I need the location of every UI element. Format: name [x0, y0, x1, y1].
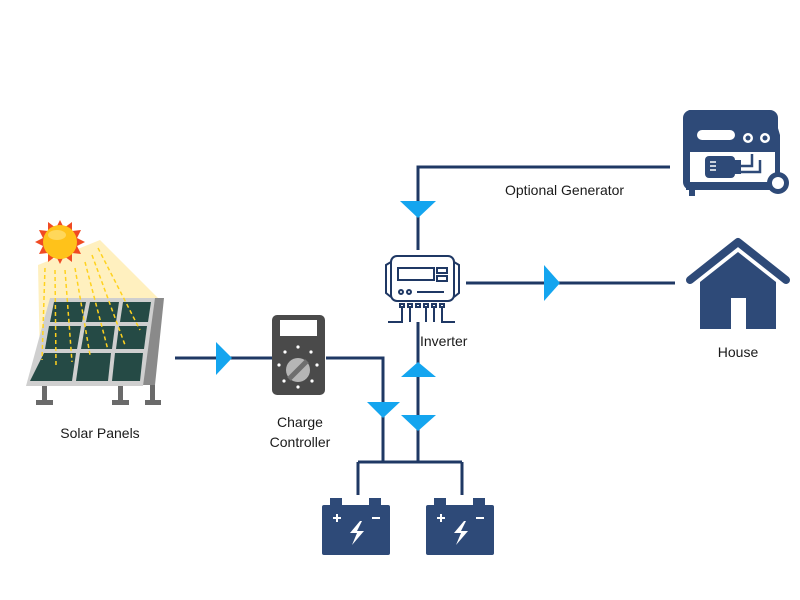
- solar-panel-icon: [26, 220, 164, 405]
- charge-controller-label: Charge Controller: [248, 412, 352, 452]
- arrow-right-house: [544, 265, 560, 301]
- arrow-down-generator: [400, 201, 436, 218]
- wire-controller-to-battery-bus: [326, 356, 385, 462]
- house-icon: [686, 238, 790, 329]
- generator-icon: [683, 110, 789, 196]
- wire-generator-to-inverter: [416, 165, 670, 250]
- sun-icon: [35, 220, 85, 264]
- inverter-icon: [385, 255, 460, 323]
- arrow-right-solar: [216, 342, 232, 375]
- optional-generator-label: Optional Generator: [505, 182, 625, 198]
- wires: [175, 165, 675, 495]
- charge-controller-label-line1: Charge: [277, 414, 323, 430]
- inverter-label: Inverter: [420, 333, 468, 349]
- arrow-down-battery: [401, 415, 436, 431]
- charge-controller-label-line2: Controller: [269, 434, 331, 450]
- solar-panels-label: Solar Panels: [60, 425, 140, 441]
- house-label: House: [717, 344, 759, 360]
- battery-icon-1: [322, 498, 390, 555]
- arrow-down-controller: [367, 402, 400, 418]
- multimeter-icon: [272, 315, 325, 395]
- arrow-up-inverter: [401, 362, 436, 377]
- flow-arrows: [216, 201, 560, 431]
- battery-icon-2: [426, 498, 494, 555]
